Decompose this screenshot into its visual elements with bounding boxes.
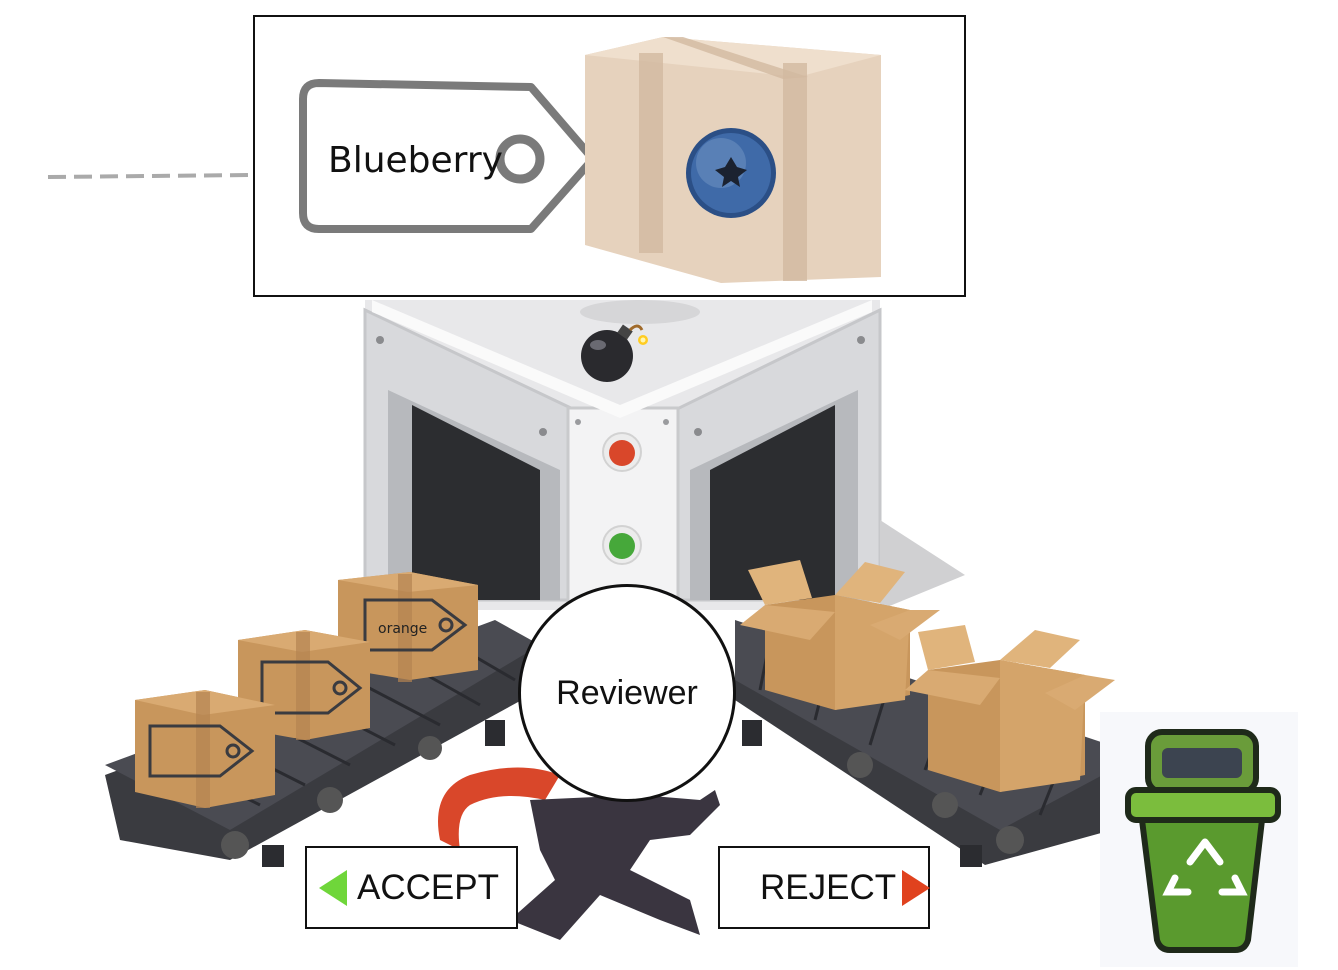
- bomb-icon: [581, 324, 648, 382]
- reviewer-avatar: Reviewer: [518, 584, 736, 802]
- recycle-bin-icon: [1100, 712, 1298, 967]
- open-box-1: [740, 560, 940, 710]
- reject-label: REJECT: [760, 867, 897, 907]
- item-label: Blueberry: [328, 140, 503, 181]
- scanning-machine: [363, 300, 965, 610]
- red-light: [609, 440, 635, 466]
- open-box-2: [905, 625, 1115, 792]
- reject-button[interactable]: REJECT: [718, 846, 931, 929]
- reviewer-label: Reviewer: [556, 673, 698, 712]
- price-tag-icon: [299, 79, 597, 233]
- arrow-left-icon: [319, 869, 347, 906]
- dashed-connector: [47, 173, 251, 179]
- status-lights: [602, 432, 642, 565]
- closed-box-1: [135, 690, 275, 808]
- accept-label: ACCEPT: [357, 867, 499, 907]
- item-preview-art: [299, 37, 881, 283]
- arrow-right-icon: [902, 869, 931, 906]
- green-light: [609, 533, 635, 559]
- closed-box-3: [338, 572, 478, 682]
- box-tag-label: orange: [378, 621, 428, 637]
- runner-character: [438, 767, 720, 940]
- blueberry-icon: [686, 128, 776, 218]
- accept-button[interactable]: ACCEPT: [305, 846, 518, 929]
